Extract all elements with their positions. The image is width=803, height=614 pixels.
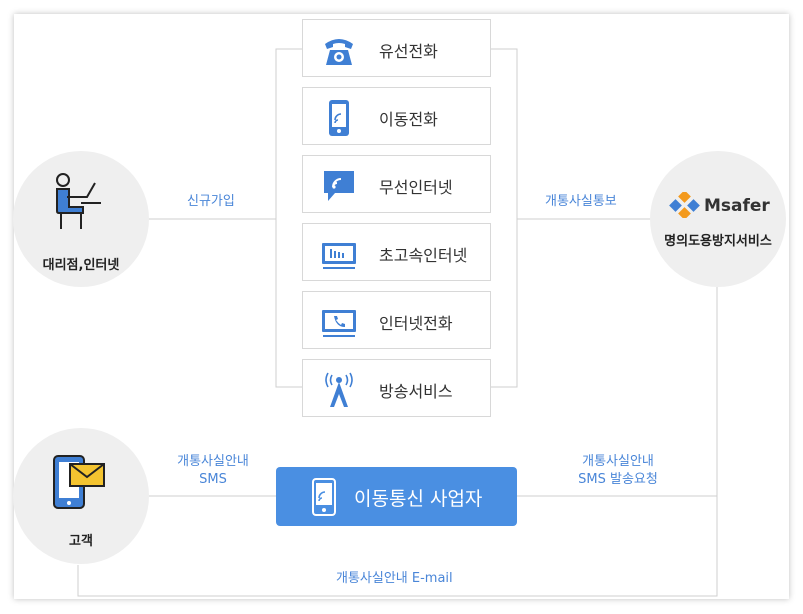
person-at-laptop-icon	[51, 173, 111, 237]
service-box-broadband: 초고속인터넷	[302, 223, 491, 281]
internet-phone-icon	[321, 304, 357, 340]
sms-left-caption-line2: SMS	[199, 472, 227, 487]
msafer-logo-text: Msafer	[704, 196, 770, 216]
email-line	[77, 287, 718, 597]
service-label: 인터넷전화	[379, 314, 453, 333]
mobile-phone-icon	[321, 100, 357, 136]
sms-right-caption-line1: 개통사실안내	[582, 454, 654, 469]
service-label: 유선전화	[379, 42, 438, 61]
service-box-wired-phone: 유선전화	[302, 19, 491, 77]
sms-right-caption-line2: SMS 발송요청	[578, 472, 658, 487]
service-label: 이동전화	[379, 110, 438, 129]
agency-label: 대리점,인터넷	[42, 258, 120, 273]
msafer-logo: Msafer	[669, 190, 770, 220]
carrier-label: 이동통신 사업자	[354, 488, 483, 510]
service-box-internet-phone: 인터넷전화	[302, 291, 491, 349]
service-label: 무선인터넷	[379, 178, 453, 197]
service-box-broadcast: 방송서비스	[302, 359, 491, 417]
signup-caption: 신규가입	[187, 194, 235, 209]
service-box-mobile-phone: 이동전화	[302, 87, 491, 145]
sms-left-caption-line1: 개통사실안내	[177, 454, 249, 469]
mobile-phone-icon	[312, 478, 336, 520]
right-bracket-line	[491, 48, 518, 388]
broadband-monitor-icon	[321, 236, 357, 272]
notify-caption: 개통사실통보	[545, 194, 617, 209]
customer-label: 고객	[69, 534, 93, 549]
customer-node: 고객	[13, 428, 149, 564]
phone-with-mail-icon	[51, 452, 111, 516]
msafer-node: 명의도용방지서비스	[650, 151, 786, 287]
service-label: 방송서비스	[379, 382, 453, 401]
service-box-wireless-internet: 무선인터넷	[302, 155, 491, 213]
carrier-box: 이동통신 사업자	[276, 467, 517, 526]
telephone-icon	[321, 32, 357, 68]
agency-node: 대리점,인터넷	[13, 151, 149, 287]
wireless-internet-icon	[321, 168, 357, 204]
service-label: 초고속인터넷	[379, 246, 468, 265]
msafer-logo-mark-icon	[669, 190, 700, 220]
sms-right-caption: 개통사실안내 SMS 발송요청	[572, 453, 664, 489]
broadcast-tower-icon	[321, 372, 357, 408]
email-caption: 개통사실안내 E-mail	[336, 571, 453, 586]
left-bracket-line	[275, 48, 302, 388]
msafer-label: 명의도용방지서비스	[664, 234, 772, 249]
sms-left-caption: 개통사실안내 SMS	[174, 453, 252, 489]
